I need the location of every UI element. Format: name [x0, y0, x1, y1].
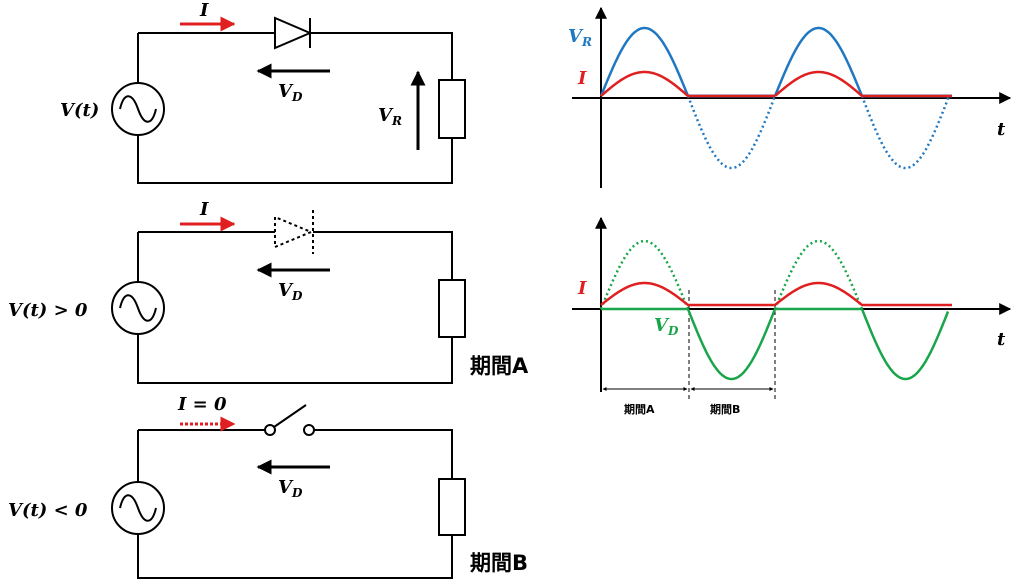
- resistor-symbol: [438, 79, 466, 139]
- current-label: I = 0: [177, 394, 227, 415]
- i-axis-label: I: [577, 68, 587, 89]
- switch-blade: [273, 404, 307, 428]
- vr-curve-positive: [599, 26, 864, 97]
- period-a-label: 期間A: [470, 354, 529, 378]
- current-label: I: [199, 199, 209, 220]
- current-label: I: [199, 0, 209, 21]
- graph-2: 期間A 期間B I VD t: [572, 216, 1012, 416]
- i-axis-label: I: [577, 278, 587, 299]
- t-axis-label: t: [997, 119, 1006, 140]
- resistor-symbol: [438, 478, 466, 536]
- resistor-symbol: [438, 279, 466, 338]
- t-axis-label: t: [997, 329, 1006, 350]
- graph-1: VR I t: [568, 6, 1012, 188]
- diode-symbol-dotted: [274, 215, 314, 249]
- switch-contact: [303, 424, 315, 436]
- circuit-3: [111, 404, 466, 579]
- vr-axis-label: VR: [568, 26, 592, 49]
- vr-curve-negative-dotted: [686, 95, 951, 170]
- period-b-label: 期間B: [470, 551, 528, 575]
- vd-axis-label: VD: [654, 315, 679, 338]
- source-label: V(t) > 0: [8, 300, 88, 321]
- current-curve: [600, 281, 952, 307]
- circuit-1: [111, 16, 466, 184]
- diode-symbol: [274, 16, 313, 50]
- period-a-span-label: 期間A: [624, 402, 655, 416]
- current-curve: [600, 70, 952, 98]
- vd-label: VD: [278, 81, 303, 104]
- vd-label: VD: [278, 280, 303, 303]
- source-label: V(t): [60, 100, 99, 121]
- vr-label: VR: [378, 105, 402, 128]
- vd-curve: [601, 307, 950, 381]
- switch-contact: [264, 424, 276, 436]
- source-curve-dotted: [599, 239, 864, 310]
- circuit-2: [111, 210, 466, 384]
- period-b-span-label: 期間B: [710, 402, 740, 416]
- vd-label: VD: [278, 477, 303, 500]
- source-label: V(t) < 0: [8, 500, 88, 521]
